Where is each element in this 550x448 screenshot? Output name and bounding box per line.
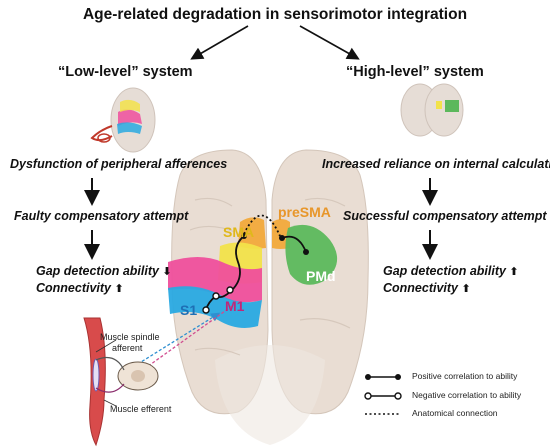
efferent-path [137, 305, 233, 374]
legend-positive-label: Positive correlation to ability [412, 371, 518, 381]
muscle-spindle-label: Muscle spindle [100, 332, 160, 342]
dysfunction-label: Dysfunction of peripheral afferences [10, 157, 228, 171]
muscle-efferent-label: Muscle efferent [110, 404, 172, 414]
right-gap-arrow: ⬆ [509, 266, 519, 278]
left-connectivity-arrow: ⬆ [114, 283, 124, 295]
region-m1 [168, 257, 262, 303]
region-s1 [168, 286, 262, 328]
s1-label: S1 [180, 302, 198, 318]
right-gap-label: Gap detection ability [383, 264, 506, 278]
diagram-title: Age-related degradation in sensorimotor … [82, 6, 468, 23]
title-arrow-left [190, 25, 249, 60]
small-brain-left-icon [90, 87, 156, 153]
legend-positive-symbol [365, 374, 401, 380]
m1-label: M1 [225, 298, 245, 314]
reliance-label: Increased reliance on internal calculati… [322, 157, 550, 171]
right-outcome: Gap detection ability ⬆ Connectivity ⬆ [383, 263, 519, 297]
positive-connection-sma [215, 235, 245, 299]
region-presma [238, 217, 266, 249]
low-level-system-label: “Low-level” system [58, 64, 193, 80]
left-outcome: Gap detection ability ⬇ Connectivity ⬆ [36, 263, 172, 297]
left-attempt-label: Faulty compensatory attempt [14, 209, 189, 223]
legend-negative-label: Negative correlation to ability [412, 390, 522, 400]
small-brain-right-icon [400, 83, 464, 137]
high-level-system-label: “High-level” system [346, 64, 484, 80]
muscle-illustration [83, 317, 159, 447]
legend-negative-symbol [364, 392, 402, 400]
anatomical-connection [243, 214, 281, 237]
right-attempt-label: Successful compensatory attempt [343, 209, 547, 223]
afferent-path [124, 312, 221, 373]
pmd-label: PMd [306, 268, 336, 284]
region-presma-right [272, 219, 290, 249]
legend-anatomical-label: Anatomical connection [412, 408, 498, 418]
afferent-label: afferent [112, 343, 143, 353]
right-connectivity-label: Connectivity [383, 281, 459, 295]
sma-label: SMA [223, 224, 255, 240]
right-connectivity-arrow: ⬆ [461, 283, 471, 295]
presma-label: preSMA [278, 204, 331, 220]
left-gap-label: Gap detection ability [36, 264, 159, 278]
left-gap-arrow: ⬇ [162, 266, 172, 278]
left-connectivity-label: Connectivity [36, 281, 112, 295]
title-arrow-right [299, 25, 360, 60]
